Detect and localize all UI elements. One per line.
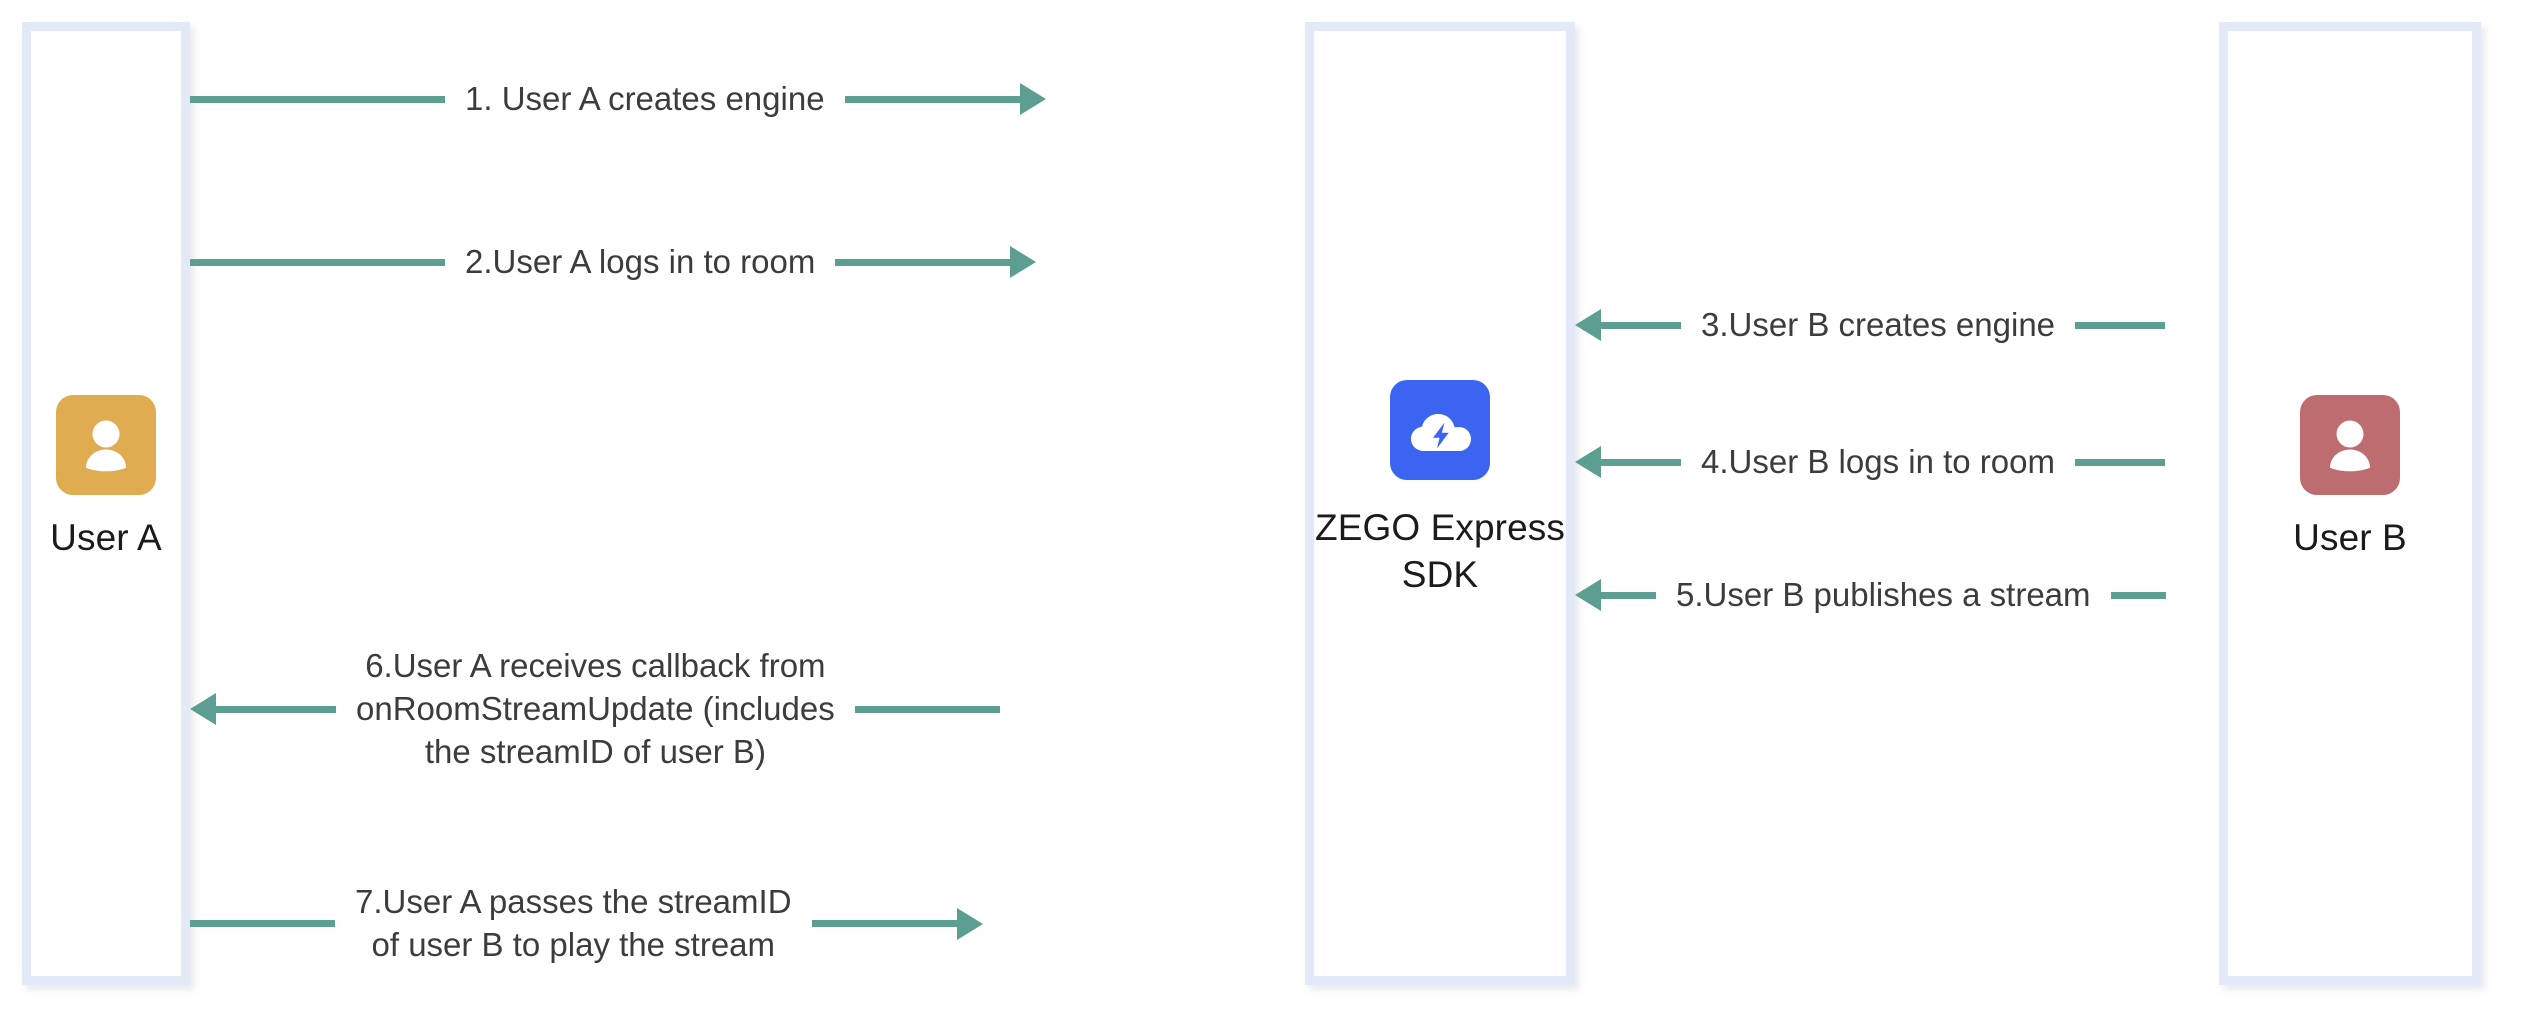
message-label: 1. User A creates engine	[465, 80, 825, 117]
arrow-head-left-icon	[1575, 579, 1601, 612]
message-3: 3.User B creates engine	[1575, 304, 2220, 347]
message-5: 5.User B publishes a stream	[1575, 574, 2220, 617]
zego-cloud-bolt-logo-icon	[1390, 380, 1490, 480]
message-7: 7.User A passes the streamID of user B t…	[190, 881, 1305, 967]
arrow-head-left-icon	[1575, 309, 1601, 342]
message-line	[854, 705, 1000, 713]
actor-label-user-b: User B	[2293, 517, 2407, 558]
actor-zego-sdk: ZEGO Express SDK	[1305, 380, 1575, 599]
actor-user-a: User A	[22, 395, 190, 557]
message-1: 1. User A creates engine	[190, 78, 1305, 121]
lifeline-user-a	[22, 22, 190, 985]
message-label: 5.User B publishes a stream	[1676, 576, 2091, 613]
message-line	[190, 95, 445, 103]
message-label: 2.User A logs in to room	[465, 243, 816, 280]
message-line	[844, 95, 1020, 103]
person-avatar-icon	[56, 395, 156, 495]
message-line	[2110, 591, 2166, 599]
message-label: 4.User B logs in to room	[1701, 443, 2055, 480]
message-line	[190, 920, 335, 928]
message-line	[1601, 458, 1681, 466]
message-line	[811, 920, 957, 928]
person-avatar-icon	[2300, 395, 2400, 495]
message-4: 4.User B logs in to room	[1575, 441, 2220, 484]
arrow-head-left-icon	[190, 693, 216, 726]
arrow-head-left-icon	[1575, 446, 1601, 479]
lifeline-user-b	[2219, 22, 2481, 985]
arrow-head-right-icon	[956, 907, 983, 940]
message-6: 6.User A receives callback from onRoomSt…	[190, 645, 1305, 774]
message-label: 7.User A passes the streamID of user B t…	[355, 883, 792, 963]
actor-user-b: User B	[2219, 395, 2481, 557]
message-line	[190, 258, 445, 266]
message-line	[1601, 321, 1681, 329]
message-line	[2074, 458, 2165, 466]
message-line	[835, 258, 1011, 266]
lifeline-zego-sdk	[1305, 22, 1575, 985]
arrow-head-right-icon	[1010, 246, 1037, 279]
message-label: 6.User A receives callback from onRoomSt…	[356, 647, 835, 770]
arrow-head-right-icon	[1019, 83, 1046, 116]
message-line	[2075, 321, 2166, 329]
actor-label-zego-sdk: ZEGO Express SDK	[1315, 507, 1565, 596]
message-2: 2.User A logs in to room	[190, 241, 1305, 284]
message-line	[216, 705, 336, 713]
actor-label-user-a: User A	[50, 517, 162, 558]
message-line	[1601, 591, 1656, 599]
message-label: 3.User B creates engine	[1701, 306, 2056, 343]
